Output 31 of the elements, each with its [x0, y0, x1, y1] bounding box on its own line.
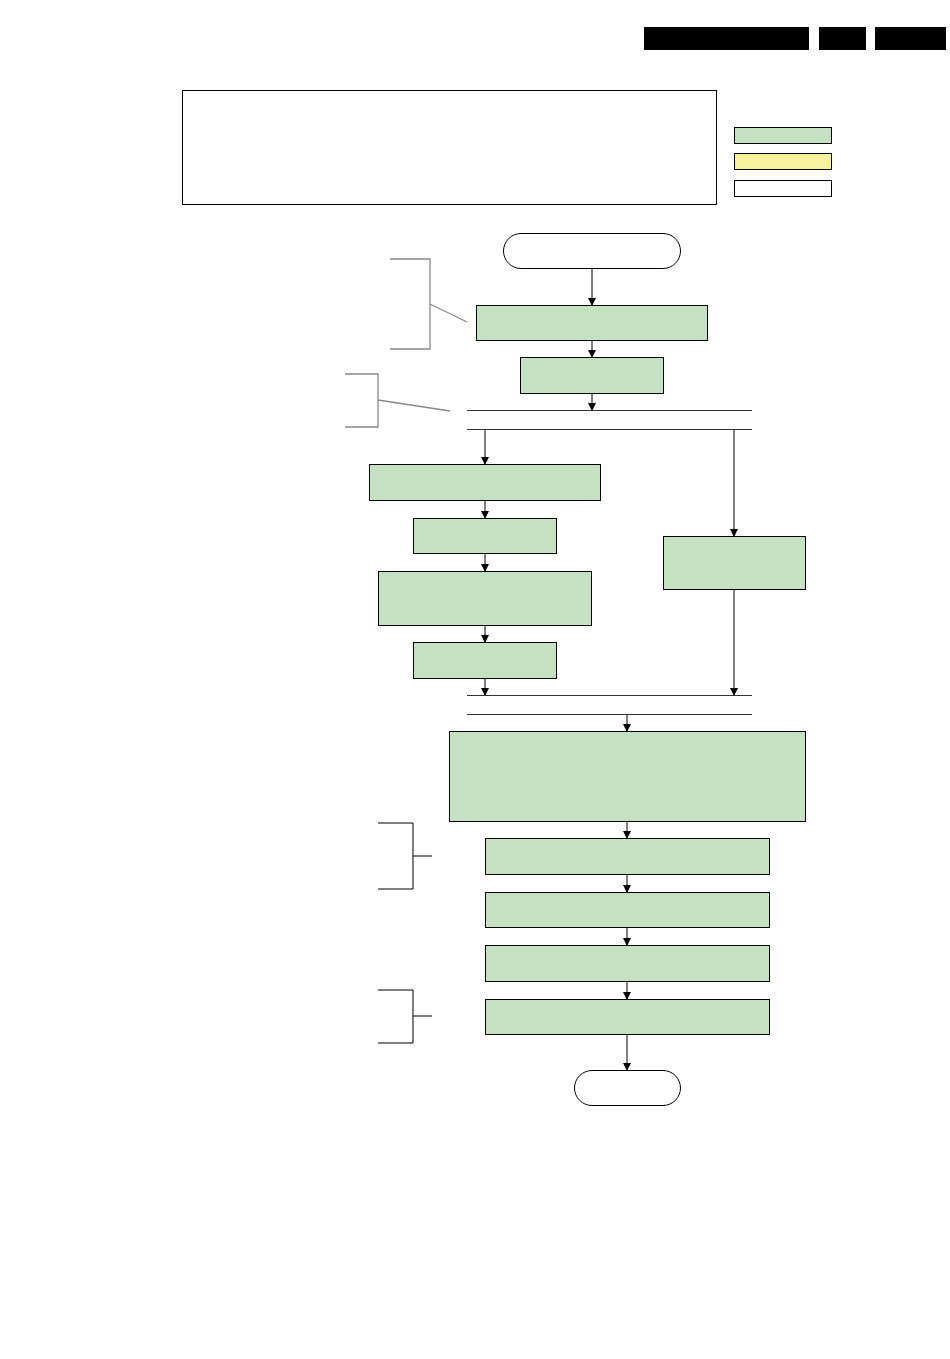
arrow: [481, 500, 489, 519]
arrow: [623, 714, 631, 732]
process-box: [485, 892, 770, 928]
arrow: [481, 678, 489, 696]
arrow: [730, 589, 738, 696]
process-box: [485, 999, 770, 1035]
arrow: [623, 874, 631, 893]
sync-bar: [467, 410, 752, 430]
process-box: [413, 642, 557, 679]
arrow: [623, 927, 631, 946]
arrow: [588, 340, 596, 358]
arrow: [623, 821, 631, 839]
arrow: [588, 393, 596, 411]
arrow: [623, 1034, 631, 1071]
arrow: [481, 553, 489, 572]
arrow: [623, 981, 631, 1000]
arrow: [481, 625, 489, 643]
note-box: [182, 90, 717, 205]
process-box: [485, 838, 770, 875]
process-box: [520, 357, 664, 394]
process-box: [485, 945, 770, 982]
arrow: [588, 268, 596, 306]
sync-bar: [467, 695, 752, 715]
process-box: [369, 464, 601, 501]
process-box: [449, 731, 806, 822]
process-box: [378, 571, 592, 626]
arrow: [730, 429, 738, 537]
process-box: [413, 518, 557, 554]
arrow: [481, 429, 489, 465]
process-box: [663, 536, 806, 590]
process-box: [476, 305, 708, 341]
